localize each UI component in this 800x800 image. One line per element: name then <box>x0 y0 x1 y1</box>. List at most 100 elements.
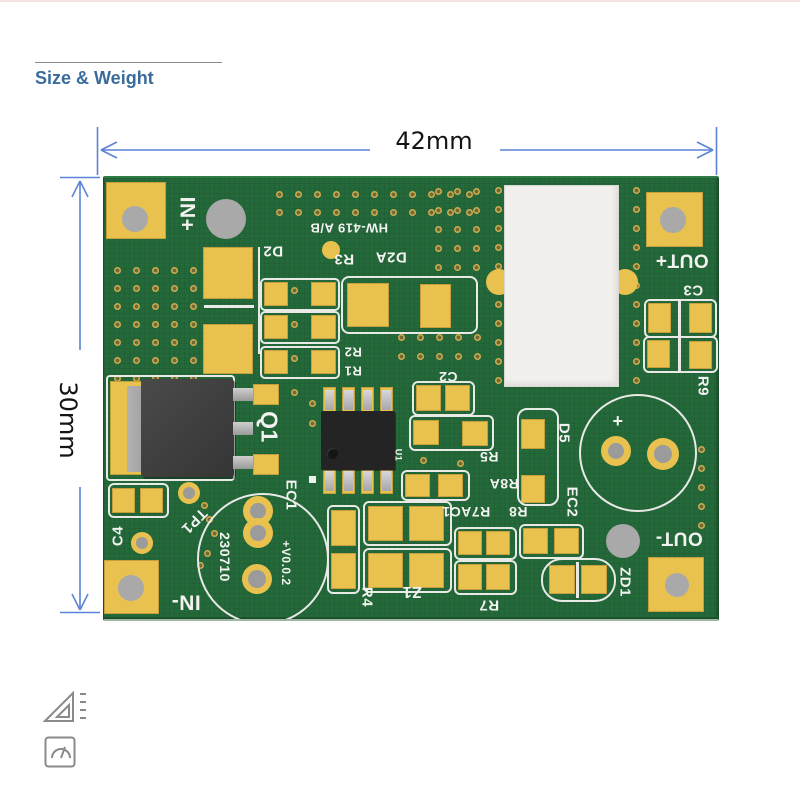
smd-pad <box>413 420 439 445</box>
silkscreen-label: OUT- <box>655 527 703 549</box>
ring-pad <box>131 532 153 554</box>
via-dot <box>466 191 473 198</box>
ic-pin1-dot <box>327 448 338 459</box>
silkscreen-label: OUT+ <box>655 249 709 271</box>
via-dot <box>276 209 283 216</box>
smd-pad <box>445 385 470 411</box>
via-dot <box>633 320 640 327</box>
silkscreen-label: IN- <box>171 590 201 614</box>
via-dot <box>309 420 316 427</box>
smd-pad <box>416 385 441 411</box>
via-dot <box>171 339 178 346</box>
relay-component <box>504 185 619 387</box>
via-dot <box>495 225 502 232</box>
via-dot <box>633 187 640 194</box>
mosfet-lead <box>233 422 253 435</box>
via-dot <box>114 339 121 346</box>
smd-pad <box>486 531 510 555</box>
via-dot <box>352 191 359 198</box>
silkscreen-outline <box>454 527 517 560</box>
smd-pad <box>458 531 482 555</box>
silkscreen-label: R2 <box>344 344 362 360</box>
via-dot <box>133 267 140 274</box>
via-dot <box>409 209 416 216</box>
silkscreen-label: R7 <box>478 596 500 614</box>
via-dot <box>435 245 442 252</box>
via-dot <box>447 209 454 216</box>
silkscreen-outline <box>579 394 697 512</box>
silkscreen-outline <box>517 408 559 506</box>
silkscreen-label: D2 <box>262 242 284 260</box>
smd-pad <box>331 553 356 589</box>
smd-pad <box>311 282 336 306</box>
silkscreen-outline <box>401 470 470 501</box>
ic-lead <box>325 390 334 410</box>
via-dot <box>633 263 640 270</box>
silkscreen-outline <box>454 560 517 595</box>
smd-pad <box>203 247 253 299</box>
silkscreen-outline <box>363 501 452 546</box>
via-dot <box>473 188 480 195</box>
smd-pad <box>311 350 336 374</box>
via-dot <box>495 206 502 213</box>
silkscreen-label: R7AC1 <box>441 504 491 520</box>
smd-pad <box>462 421 488 446</box>
via-dot <box>291 355 298 362</box>
silkscreen-line <box>576 562 579 598</box>
via-dot <box>333 209 340 216</box>
ruler-icon <box>42 690 86 722</box>
via-dot <box>495 187 502 194</box>
ic-lead <box>363 471 372 491</box>
via-dot <box>390 209 397 216</box>
via-dot <box>698 503 705 510</box>
silkscreen-outline <box>260 311 340 344</box>
via-dot <box>454 245 461 252</box>
via-dot <box>291 321 298 328</box>
silkscreen-label: ZD1 <box>616 567 634 597</box>
via-dot <box>455 353 462 360</box>
via-dot <box>190 303 197 310</box>
section-title: Size & Weight <box>35 68 154 88</box>
via-dot <box>276 191 283 198</box>
silkscreen-label: U1 <box>393 448 404 462</box>
via-dot <box>473 245 480 252</box>
via-dot <box>435 207 442 214</box>
via-dot <box>436 334 443 341</box>
via-dot <box>171 321 178 328</box>
smd-pad <box>689 303 712 333</box>
via-dot <box>114 285 121 292</box>
ring-pad <box>178 482 200 504</box>
silkscreen-outline <box>409 415 494 451</box>
via-dot <box>133 339 140 346</box>
smd-pad <box>253 454 279 475</box>
pad-center <box>136 537 148 549</box>
via-dot <box>133 285 140 292</box>
via-dot <box>190 357 197 364</box>
silkscreen-outline <box>197 493 329 619</box>
silkscreen-outline <box>541 558 616 602</box>
via-dot <box>495 301 502 308</box>
via-dot <box>133 375 140 382</box>
silkscreen-label: Q1 <box>256 411 283 443</box>
via-dot <box>291 389 298 396</box>
via-dot <box>495 244 502 251</box>
via-dot <box>398 334 405 341</box>
via-dot <box>473 226 480 233</box>
via-dot <box>114 357 121 364</box>
silkscreen-label: R1 <box>344 363 362 379</box>
smd-pad <box>523 528 548 554</box>
silkscreen-line <box>204 305 254 308</box>
via-dot <box>473 264 480 271</box>
via-dot <box>447 191 454 198</box>
via-dot <box>152 267 159 274</box>
smd-pad <box>689 341 712 369</box>
via-dot <box>171 267 178 274</box>
smd-pad <box>409 553 444 588</box>
silkscreen-label: R8A <box>489 476 519 492</box>
via-dot <box>390 191 397 198</box>
via-dot <box>333 191 340 198</box>
via-dot <box>295 209 302 216</box>
silkscreen-line <box>258 247 260 354</box>
smd-pad <box>264 350 288 374</box>
smd-pad <box>347 283 389 327</box>
